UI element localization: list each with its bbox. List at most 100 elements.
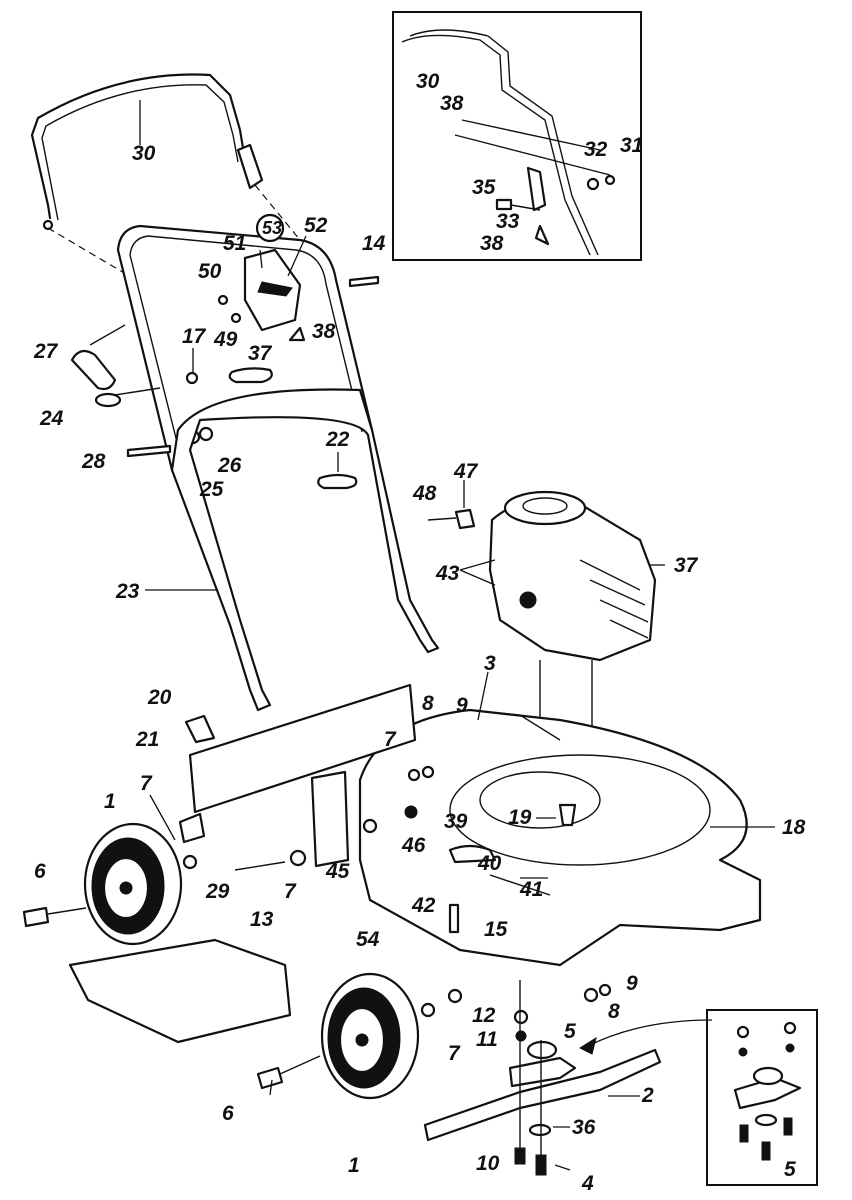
label-40: 40 xyxy=(477,852,502,875)
label-3: 3 xyxy=(484,652,496,675)
label-47: 47 xyxy=(453,460,479,483)
leader-27 xyxy=(89,324,126,346)
label-22: 22 xyxy=(325,428,350,451)
blade-2 xyxy=(423,1048,662,1142)
inset-label-35: 35 xyxy=(472,176,496,199)
bolt-4 xyxy=(535,1154,547,1176)
label-49: 49 xyxy=(213,328,238,351)
label-15: 15 xyxy=(484,918,508,941)
handle-clip xyxy=(236,143,264,190)
inset-bolt-c xyxy=(783,1117,793,1136)
label-6-front: 6 xyxy=(222,1102,234,1125)
handle-inset-detail xyxy=(392,11,642,261)
engine-recoil-cap xyxy=(522,497,568,515)
engine-recoil-top xyxy=(503,490,587,526)
part-labels: 30 53 52 51 14 50 17 49 38 27 37 24 28 2… xyxy=(33,70,806,1195)
inset-label-32: 32 xyxy=(584,138,608,161)
leader-51 xyxy=(259,249,263,269)
leader-52 xyxy=(287,235,307,277)
knob-24 xyxy=(70,349,117,391)
leader-7b xyxy=(149,794,176,841)
nut-12 xyxy=(513,1009,529,1025)
deck-assembly xyxy=(178,683,762,967)
label-27: 27 xyxy=(33,340,59,363)
leader-4 xyxy=(554,1164,571,1171)
inset-nut-32 xyxy=(586,177,600,191)
adapter-inset-detail xyxy=(706,1009,818,1186)
nut-50 xyxy=(217,294,229,306)
label-13: 13 xyxy=(250,908,274,931)
bolt-6-front xyxy=(256,1066,284,1090)
engine-body xyxy=(488,496,657,662)
deck-top-edge xyxy=(469,709,561,741)
label-8: 8 xyxy=(422,692,434,715)
label-24: 24 xyxy=(39,407,64,430)
inset-handle-bar xyxy=(401,34,591,256)
label-48: 48 xyxy=(412,482,437,505)
label-6-rear: 6 xyxy=(34,860,46,883)
bolt-15 xyxy=(448,903,460,934)
label-51: 51 xyxy=(223,232,246,255)
bolt-10 xyxy=(514,1147,526,1165)
label-11: 11 xyxy=(476,1028,498,1051)
label-52: 52 xyxy=(304,214,328,237)
flap-hinge xyxy=(178,812,206,844)
label-14: 14 xyxy=(362,232,386,255)
label-5-inset: 5 xyxy=(784,1158,796,1181)
label-19: 19 xyxy=(508,806,532,829)
inset-bracket xyxy=(526,166,547,212)
washer-49 xyxy=(230,312,242,324)
wheel-rear-center xyxy=(119,881,133,895)
label-7-upper: 7 xyxy=(384,728,397,751)
handle-end-cap xyxy=(42,219,54,231)
control-lever-52 xyxy=(257,281,293,297)
label-36: 36 xyxy=(572,1116,596,1139)
inset-bolt-shaft xyxy=(510,204,541,211)
bolt-29 xyxy=(234,861,286,871)
label-45: 45 xyxy=(325,860,350,883)
label-20: 20 xyxy=(147,686,172,709)
nut-26 xyxy=(198,426,214,442)
label-7-left: 7 xyxy=(140,772,153,795)
label-18: 18 xyxy=(782,816,806,839)
label-38: 38 xyxy=(312,320,336,343)
label-1-front: 1 xyxy=(348,1154,360,1177)
label-23: 23 xyxy=(115,580,140,603)
upper-handle-30 xyxy=(30,73,255,220)
inset-nut-b xyxy=(783,1021,797,1035)
label-43: 43 xyxy=(435,562,460,585)
wheel-front xyxy=(256,972,612,1100)
detail-arrow-head xyxy=(578,1036,597,1055)
bolt-28 xyxy=(126,444,172,458)
label-46: 46 xyxy=(401,834,426,857)
nut-8 xyxy=(407,768,421,782)
knob-washer xyxy=(94,392,122,408)
inset-bolt-b xyxy=(761,1141,771,1161)
engine-cap xyxy=(519,591,537,609)
grip-38b xyxy=(228,367,273,384)
part-41 xyxy=(489,874,551,896)
washer-11 xyxy=(515,1030,527,1042)
inset-washer-b xyxy=(785,1043,795,1053)
label-5: 5 xyxy=(564,1020,576,1043)
inset-washer-c xyxy=(754,1113,778,1127)
deck-rim xyxy=(449,754,711,866)
washer-7-front xyxy=(420,1002,436,1018)
label-39: 39 xyxy=(444,810,468,833)
part-20 xyxy=(184,714,216,744)
leader-3 xyxy=(477,671,489,721)
inset-label-30: 30 xyxy=(416,70,440,93)
label-41: 41 xyxy=(519,878,543,901)
part-47 xyxy=(454,508,476,530)
bolt-14 xyxy=(348,275,380,288)
label-2: 2 xyxy=(641,1084,654,1107)
label-37-handle: 37 xyxy=(248,342,273,365)
label-29: 29 xyxy=(205,880,230,903)
spring-39 xyxy=(448,844,497,864)
label-30: 30 xyxy=(132,142,156,165)
washer-9 xyxy=(421,765,435,779)
label-10: 10 xyxy=(476,1152,500,1175)
inset-bolt-a xyxy=(739,1124,749,1143)
label-9-front: 9 xyxy=(626,972,638,995)
